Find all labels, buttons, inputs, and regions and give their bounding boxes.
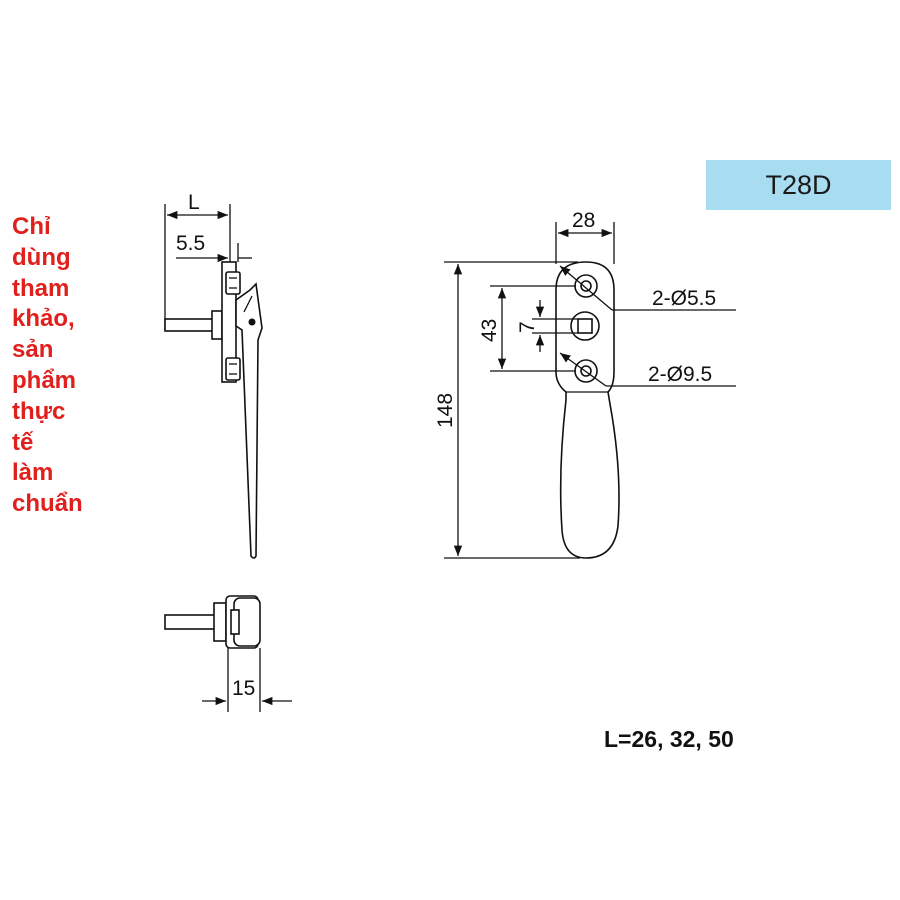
bottom-view: 15: [164, 595, 292, 712]
dim-hole-spacing: 43: [478, 319, 501, 342]
note-line: Chỉ: [12, 213, 51, 240]
note-line: khảo,: [12, 305, 75, 333]
note-line: tham: [12, 274, 70, 302]
note-line: tế: [12, 428, 34, 456]
dim-total-height: 148: [434, 393, 457, 428]
dim-square-size: 7: [516, 321, 539, 333]
dim-base-thickness: 15: [232, 677, 255, 700]
model-code: T28D: [765, 169, 832, 200]
model-badge: T28D: [706, 160, 891, 210]
note-line: sản: [12, 336, 54, 364]
front-view: 28 148 43 7 2-Ø5.5 2-Ø9.5: [434, 209, 736, 559]
label-large-holes: 2-Ø9.5: [648, 363, 712, 386]
note-line: chuẩn: [12, 490, 83, 518]
note-line: dùng: [12, 243, 71, 271]
available-lengths: L=26, 32, 50: [604, 726, 734, 752]
note-line: làm: [12, 459, 54, 487]
note-line: thực: [12, 397, 66, 425]
reference-note: Chỉ dùng tham khảo, sản phẩm thực tế làm…: [12, 212, 122, 520]
dim-length-label: L: [188, 191, 200, 214]
dim-width: 28: [572, 209, 595, 232]
dim-offset-label: 5.5: [176, 232, 205, 255]
label-small-holes: 2-Ø5.5: [652, 287, 716, 310]
side-view: L 5.5: [164, 191, 263, 559]
note-line: phẩm: [12, 366, 77, 394]
